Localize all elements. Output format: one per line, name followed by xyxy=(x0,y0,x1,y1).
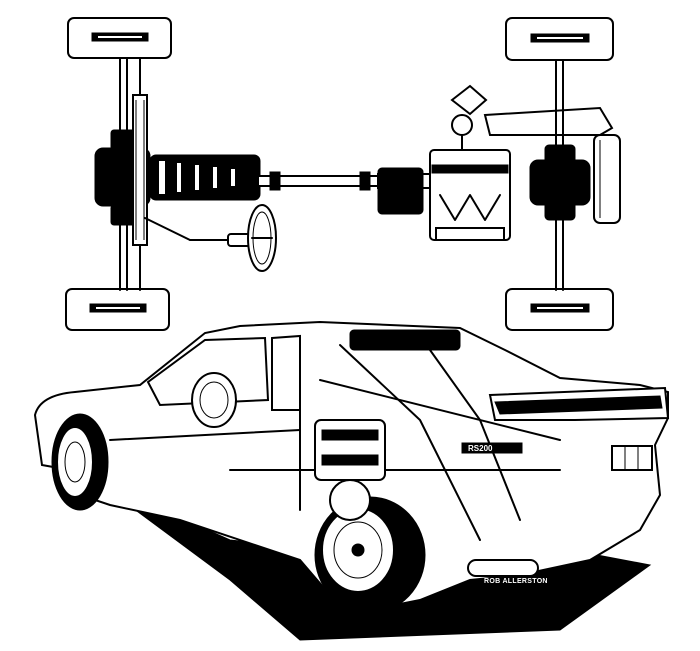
engine-gearbox xyxy=(429,84,614,241)
mid-engine xyxy=(314,419,386,521)
roof-intake xyxy=(349,329,461,351)
drivetrain-plan-view xyxy=(65,17,621,331)
rear-axle-assembly xyxy=(529,59,621,291)
exhaust-pipe xyxy=(467,559,539,577)
car-cutaway-3q-view: RS200 xyxy=(33,320,670,641)
car-rear-wheel xyxy=(314,496,426,614)
steering-assembly xyxy=(144,204,277,272)
car-front-wheel xyxy=(51,413,109,511)
rear-emblem: RS200 xyxy=(468,444,493,453)
front-axle-assembly xyxy=(94,57,151,291)
wheel-rear-right xyxy=(505,288,614,331)
wheel-front-right xyxy=(505,17,614,61)
artist-signature: ROB ALLERSTON xyxy=(484,578,548,585)
roll-cage xyxy=(109,339,561,541)
cabin-steering-wheel xyxy=(191,372,237,428)
wheel-front-left xyxy=(67,17,172,59)
wheel-rear-left xyxy=(65,288,170,331)
driveshaft xyxy=(149,154,439,215)
